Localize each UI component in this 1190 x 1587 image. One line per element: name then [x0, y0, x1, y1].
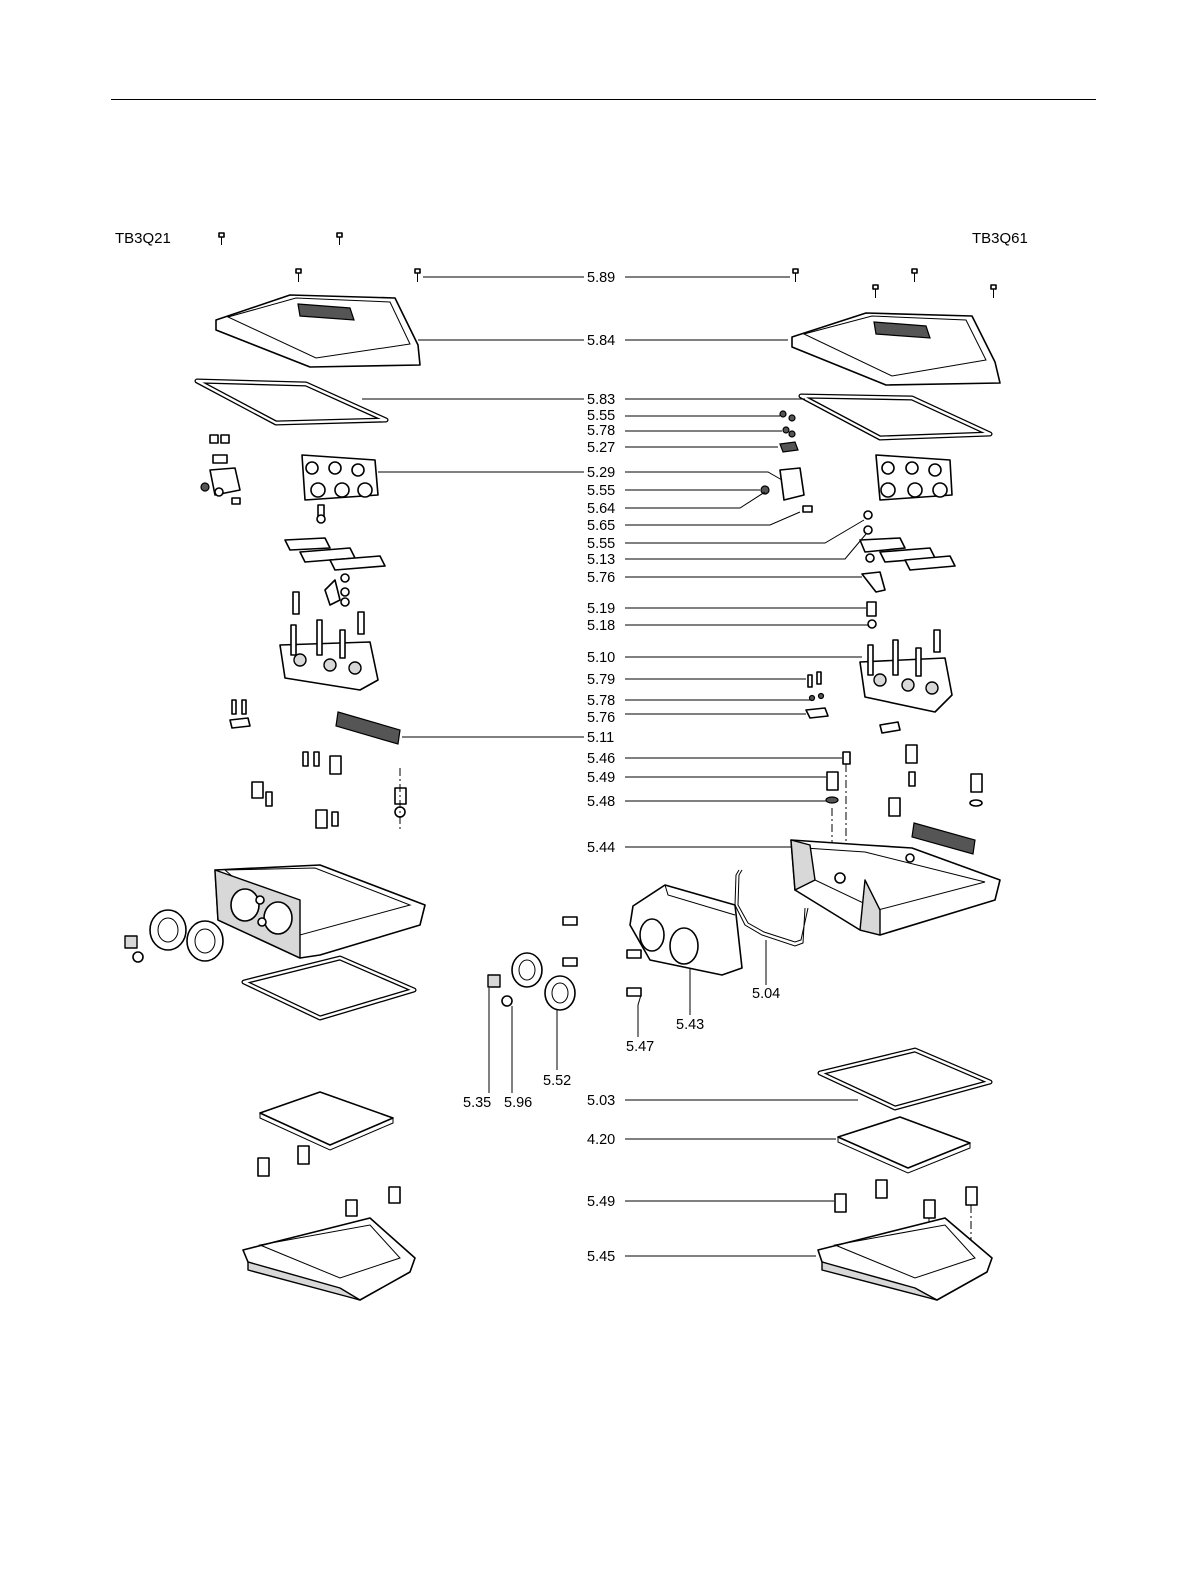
left-cover-screw	[219, 233, 420, 282]
left-base	[243, 1218, 415, 1300]
callout-5-48: 5.48	[587, 794, 615, 810]
callout-5-35: 5.35	[463, 1095, 491, 1111]
callout-5-76-b: 5.76	[587, 710, 615, 726]
callout-5-52: 5.52	[543, 1073, 571, 1089]
callout-5-10: 5.10	[587, 650, 615, 666]
callout-5-19: 5.19	[587, 601, 615, 617]
callout-5-55-b: 5.55	[587, 483, 615, 499]
callout-5-55-a: 5.55	[587, 408, 615, 424]
callout-5-89: 5.89	[587, 270, 615, 286]
right-assembly	[761, 269, 1000, 1300]
callout-5-65: 5.65	[587, 518, 615, 534]
callout-5-44: 5.44	[587, 840, 615, 856]
left-plate	[260, 1092, 393, 1150]
callout-5-27: 5.27	[587, 440, 615, 456]
callout-5-13: 5.13	[587, 552, 615, 568]
callout-5-11: 5.11	[587, 730, 614, 746]
callout-5-04: 5.04	[752, 986, 780, 1002]
callout-5-78-b: 5.78	[587, 693, 615, 709]
right-plate	[838, 1117, 970, 1173]
left-assembly	[125, 233, 425, 1300]
callout-5-79: 5.79	[587, 672, 615, 688]
callout-5-96: 5.96	[504, 1095, 532, 1111]
connector-housing	[627, 885, 742, 996]
callout-labels: 5.89 5.84 5.83 5.55 5.78 5.27 5.29 5.55 …	[463, 270, 780, 1265]
left-cover	[216, 295, 420, 367]
callout-5-83: 5.83	[587, 392, 615, 408]
left-small-screws	[230, 700, 406, 830]
right-cover-screw	[793, 269, 996, 298]
callout-5-55-c: 5.55	[587, 536, 615, 552]
right-base	[818, 1218, 992, 1300]
left-housing	[215, 865, 425, 958]
callout-5-76-a: 5.76	[587, 570, 615, 586]
right-terminal-block	[876, 455, 952, 500]
callout-5-78-a: 5.78	[587, 423, 615, 439]
callout-5-47: 5.47	[626, 1039, 654, 1055]
right-cover	[792, 313, 1000, 385]
left-terminal-block	[201, 435, 378, 504]
left-cover-gasket	[197, 381, 386, 423]
left-base-gasket	[244, 958, 414, 1018]
callout-4-20: 4.20	[587, 1132, 615, 1148]
callout-5-46: 5.46	[587, 751, 615, 767]
callout-5-84: 5.84	[587, 333, 615, 349]
center-glands	[488, 917, 577, 1010]
callout-5-43: 5.43	[676, 1017, 704, 1033]
right-bridges	[860, 511, 955, 628]
left-base-screws	[258, 1146, 400, 1216]
callout-5-64: 5.64	[587, 501, 615, 517]
callout-5-18: 5.18	[587, 618, 615, 634]
callout-5-29: 5.29	[587, 465, 615, 481]
right-small-parts	[761, 411, 812, 512]
right-cover-gasket	[801, 396, 990, 438]
right-housing	[791, 840, 1000, 935]
right-terminal-base	[860, 630, 952, 712]
left-terminal-base	[280, 592, 378, 690]
callout-5-49-b: 5.49	[587, 1194, 615, 1210]
right-base-gasket	[820, 1050, 990, 1108]
left-cable-glands	[125, 910, 223, 962]
callout-5-03: 5.03	[587, 1093, 615, 1109]
left-bridges	[285, 505, 385, 606]
right-terminal-strip	[912, 823, 975, 854]
callout-5-49-a: 5.49	[587, 770, 615, 786]
callout-5-45: 5.45	[587, 1249, 615, 1265]
left-terminal-strip	[336, 712, 400, 744]
